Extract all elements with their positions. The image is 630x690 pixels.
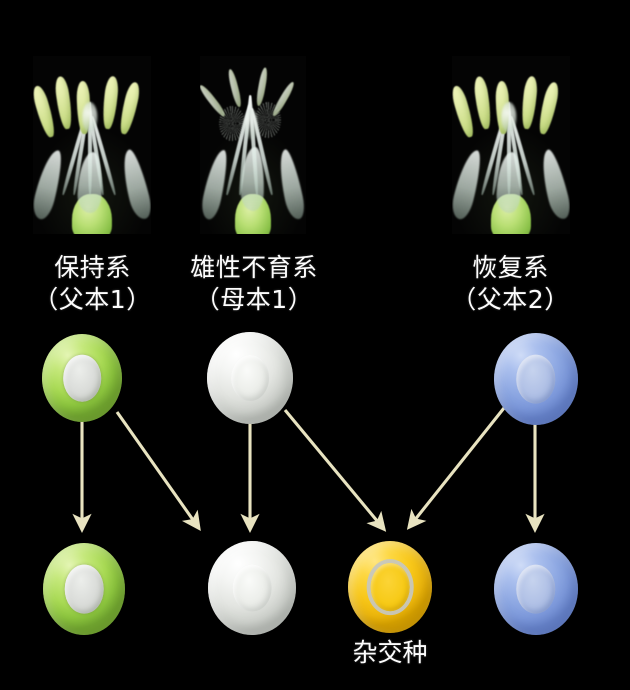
style-head	[81, 102, 98, 133]
parent-seed-blue[interactable]	[494, 333, 578, 425]
filament-3	[507, 102, 512, 195]
maintainer-line-flower-photo	[33, 56, 151, 234]
restorer-line-flower-photo	[452, 56, 570, 234]
line-label-male-sterile: 雄性不育系 （母本1）	[168, 252, 340, 316]
line-label-role: （父本1）	[33, 285, 152, 314]
seed-hilum	[370, 563, 410, 611]
progeny-seed-yellow[interactable]	[348, 541, 432, 633]
arrow-white-to-hybrid	[283, 409, 387, 532]
male-sterile-line-flower-photo	[200, 56, 306, 234]
line-label-maintainer: 保持系 （父本1）	[0, 252, 185, 316]
filament-3	[88, 102, 93, 195]
shriveled-anther-tissue-right	[255, 102, 281, 138]
parent-seed-green[interactable]	[42, 334, 122, 422]
line-label-role: （父本2）	[451, 285, 570, 314]
line-label-restorer: 恢复系 （父本2）	[418, 252, 603, 316]
progeny-seed-green[interactable]	[43, 543, 125, 635]
progeny-seed-white[interactable]	[208, 541, 296, 635]
style-head	[243, 109, 258, 140]
shriveled-anther-tissue-left	[219, 105, 245, 142]
line-label-name: 雄性不育系	[190, 253, 318, 282]
line-label-name: 保持系	[54, 253, 131, 282]
seed-hilum	[516, 354, 556, 404]
style-head	[500, 102, 517, 133]
arrow-blue-to-hybrid	[406, 407, 506, 530]
seed-hilum	[232, 564, 272, 612]
hybrid-seed-caption: 杂交种	[352, 638, 428, 667]
seed-hilum	[231, 355, 269, 401]
seed-hilum	[64, 564, 104, 614]
seed-hilum	[516, 564, 556, 614]
seed-hilum	[63, 354, 101, 402]
arrow-green-to-white	[115, 411, 201, 532]
progeny-seed-blue[interactable]	[494, 543, 578, 635]
line-label-name: 恢复系	[472, 253, 549, 282]
line-label-role: （母本1）	[194, 285, 314, 314]
parent-seed-white[interactable]	[207, 332, 293, 424]
